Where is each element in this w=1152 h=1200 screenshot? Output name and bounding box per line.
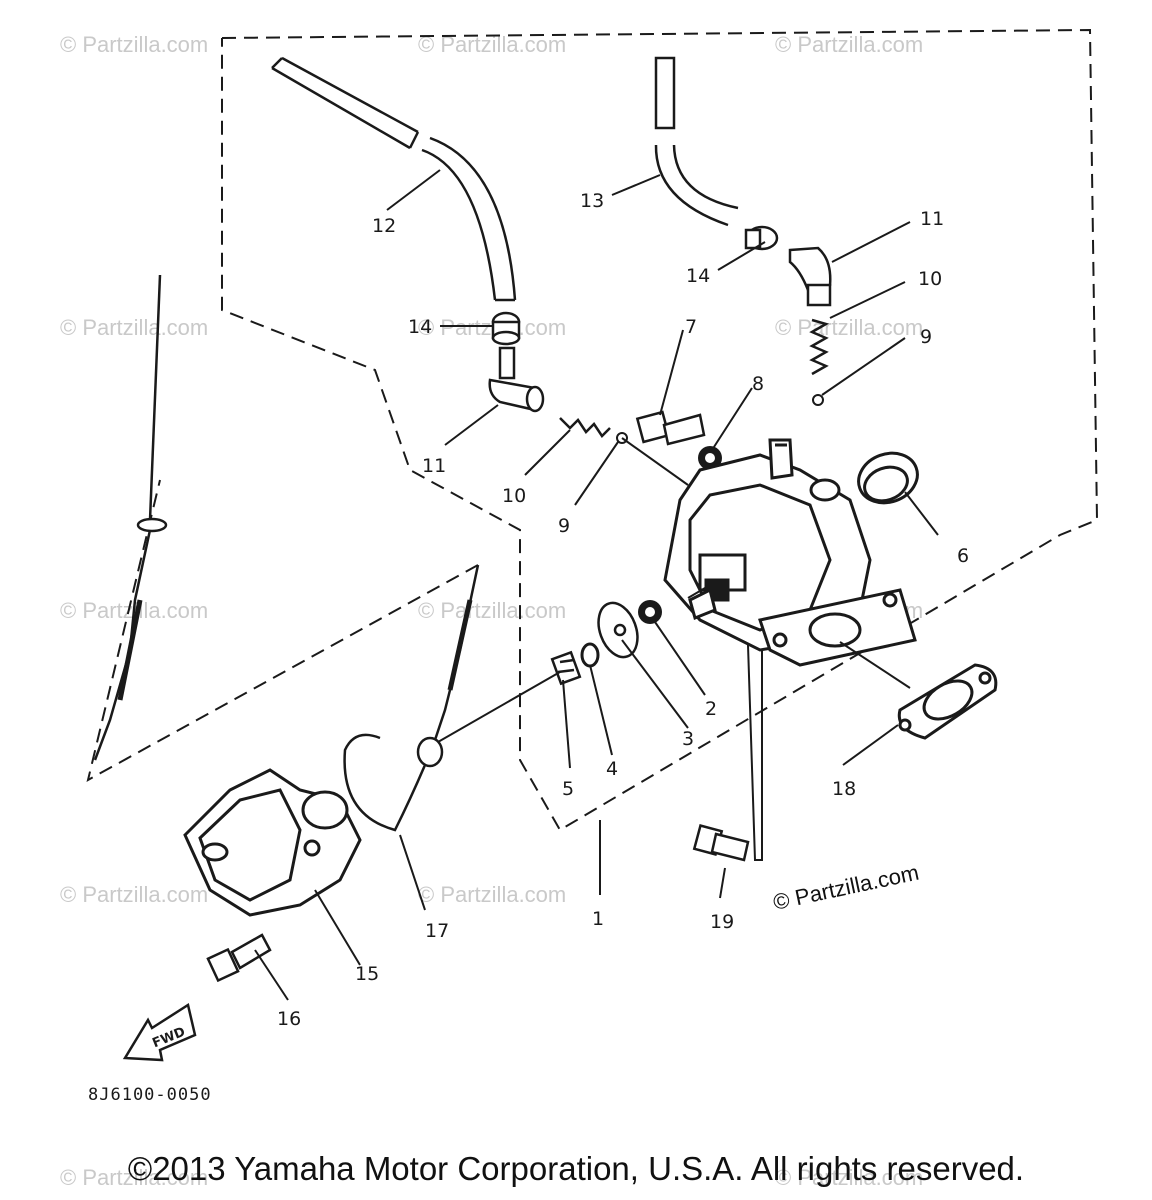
hose-13 [654, 56, 739, 227]
callout-16: 16 [277, 1008, 301, 1030]
oil-seal-6 [857, 451, 919, 505]
watermark: © Partzilla.com [418, 882, 566, 907]
callout-7: 7 [685, 316, 697, 338]
callout-5: 5 [562, 778, 574, 800]
front-arrow-icon: FWD [122, 1002, 197, 1062]
callout-11: 11 [422, 455, 446, 477]
callout-8: 8 [752, 373, 764, 395]
throttle-cable [93, 274, 168, 761]
callout-10: 10 [502, 485, 526, 507]
spring-10-left [559, 417, 611, 438]
assembly-boundary [221, 28, 1099, 832]
nut-5 [550, 650, 582, 686]
callout-14: 14 [408, 316, 432, 338]
callout-4: 4 [606, 758, 618, 780]
washer-8 [698, 446, 722, 470]
callout-14: 14 [686, 265, 710, 287]
cover-15 [183, 768, 362, 917]
callout-labels: 1 2 3 4 5 6 7 8 9 9 10 10 11 11 12 13 14… [277, 190, 969, 1030]
ball-9-right [812, 394, 824, 406]
watermark: © Partzilla.com [60, 315, 208, 340]
oil-pump-body [663, 438, 917, 667]
callout-13: 13 [580, 190, 604, 212]
watermark: © Partzilla.com [60, 32, 208, 57]
bolt-19 [692, 824, 750, 862]
elbow-11-left [488, 346, 545, 413]
bolt-7 [635, 410, 706, 446]
watermark: © Partzilla.com [60, 882, 208, 907]
callout-15: 15 [355, 963, 379, 985]
hose-12 [271, 56, 517, 302]
gasket-18 [897, 663, 998, 740]
leader-lines [254, 169, 939, 1001]
watermark: © Partzilla.com [775, 1165, 923, 1190]
callout-19: 19 [710, 911, 734, 933]
callout-9: 9 [558, 515, 570, 537]
watermark: © Partzilla.com [418, 598, 566, 623]
plate-3 [597, 601, 639, 659]
watermark: © Partzilla.com [775, 32, 923, 57]
callout-17: 17 [425, 920, 449, 942]
elbow-11-right [788, 246, 832, 307]
callout-18: 18 [832, 778, 856, 800]
watermark: © Partzilla.com [775, 315, 923, 340]
callout-6: 6 [957, 545, 969, 567]
clamp-14-left [491, 311, 521, 346]
washer-2 [638, 600, 662, 624]
callout-10: 10 [918, 268, 942, 290]
bolt-16 [206, 933, 272, 983]
copyright-footer: ©2013 Yamaha Motor Corporation, U.S.A. A… [127, 1150, 1025, 1187]
drawing-code: 8J6100-0050 [88, 1085, 212, 1105]
washer-4 [580, 642, 600, 668]
callout-3: 3 [682, 728, 694, 750]
spring-10-right [809, 318, 830, 376]
callout-2: 2 [705, 698, 717, 720]
callout-12: 12 [372, 215, 396, 237]
watermark: © Partzilla.com [60, 1165, 208, 1190]
callout-9: 9 [920, 326, 932, 348]
callout-1: 1 [592, 908, 604, 930]
oil-pump-cable-17 [343, 564, 480, 832]
clamp-14-right [744, 225, 779, 251]
partzilla-watermark: © Partzilla.com [771, 860, 921, 915]
cable-guide-lines [86, 479, 479, 782]
callout-11: 11 [920, 208, 944, 230]
